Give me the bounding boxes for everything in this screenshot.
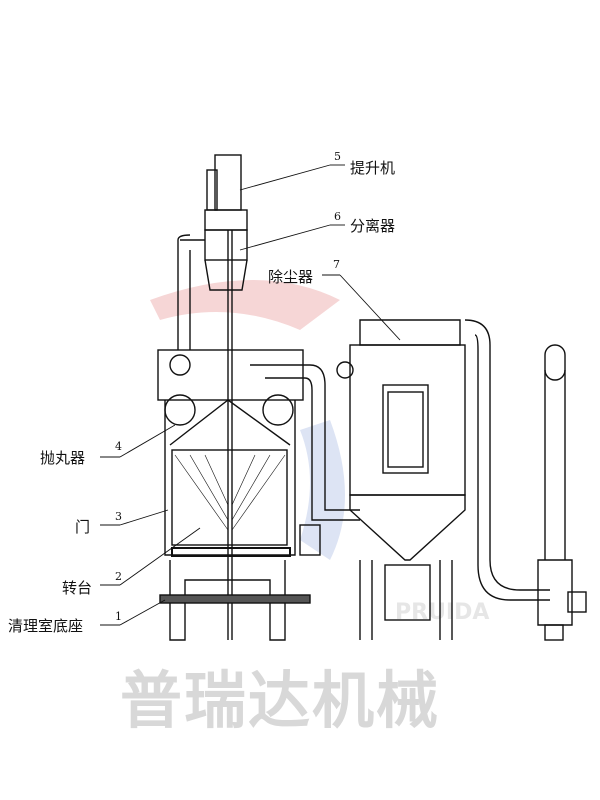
label-1-number: 1: [115, 610, 122, 623]
label-4-number: 4: [115, 440, 122, 453]
label-6-number: 6: [334, 210, 341, 223]
dust-collector: [336, 319, 550, 640]
elevator: [204, 154, 248, 640]
label-elevator: 提升机: [350, 159, 396, 177]
label-chamber-base: 清理室底座: [8, 617, 84, 635]
label-turntable: 转台: [62, 579, 93, 597]
label-shot-blaster: 抛丸器: [40, 449, 86, 467]
label-separator: 分离器: [350, 217, 396, 235]
exhaust-stack: [537, 344, 587, 641]
label-5-number: 5: [334, 150, 341, 163]
label-dust-collector: 除尘器: [268, 268, 314, 286]
label-2-number: 2: [115, 570, 122, 583]
label-door: 门: [75, 518, 91, 536]
watermark: 普瑞达机械: [120, 664, 441, 737]
watermark-sub: PRUIDA: [395, 600, 490, 625]
label-3-number: 3: [115, 510, 122, 523]
separator: [177, 229, 248, 350]
label-7-number: 7: [333, 258, 340, 271]
cleaning-chamber: [157, 349, 321, 641]
